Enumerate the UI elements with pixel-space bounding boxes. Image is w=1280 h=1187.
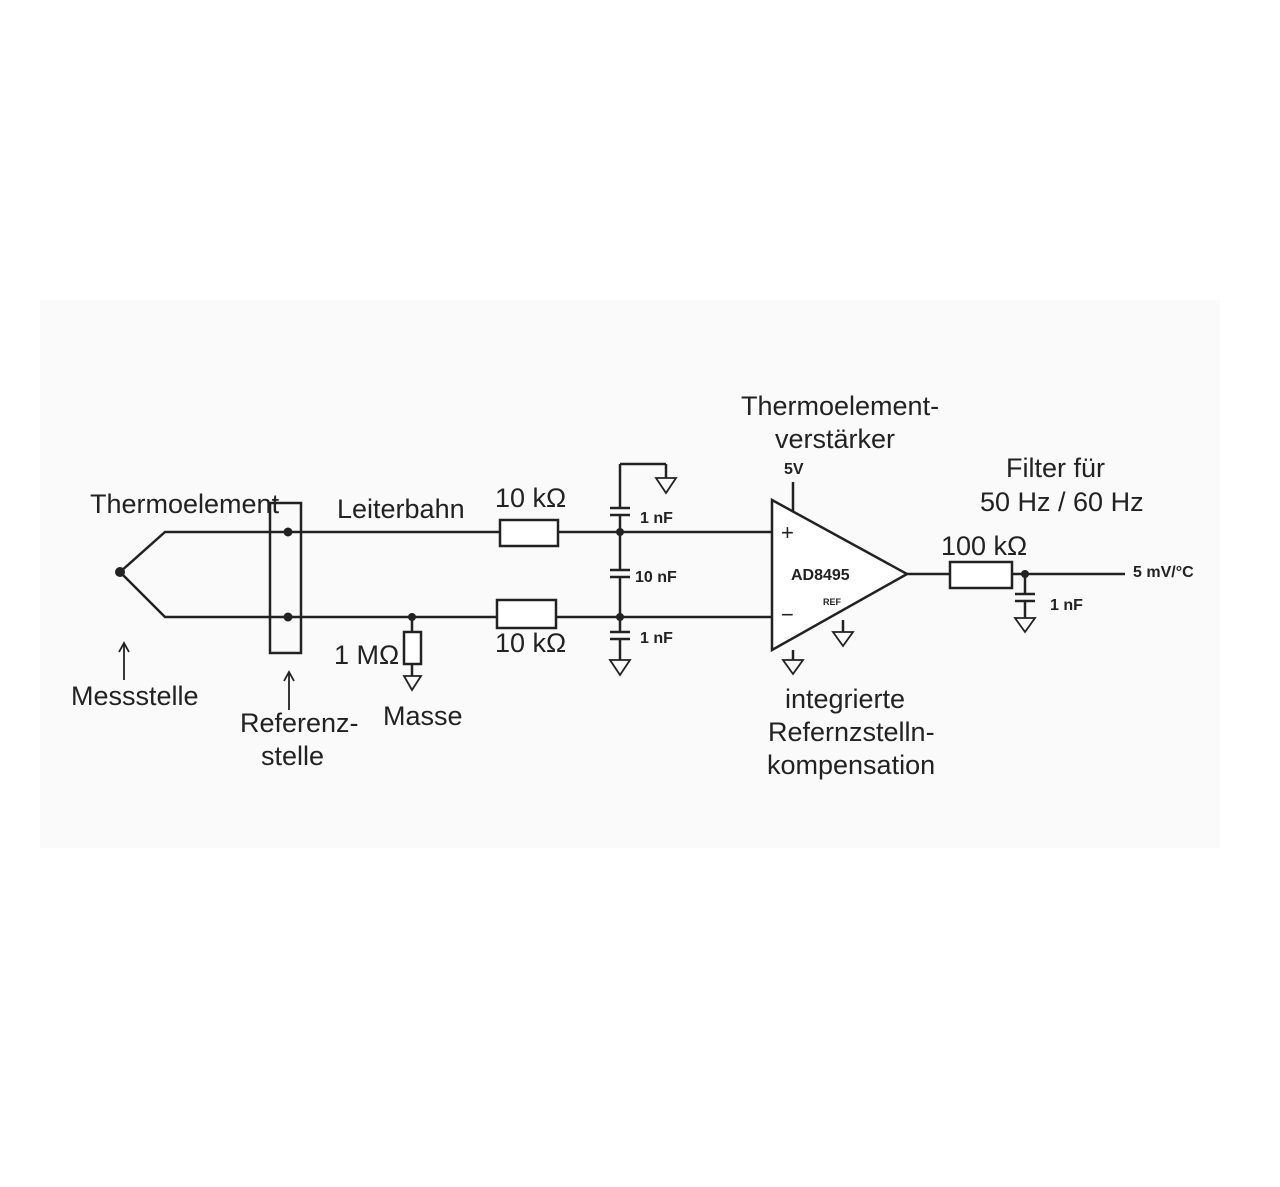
capacitor-network	[608, 462, 678, 677]
resistor-bottom	[495, 598, 558, 630]
label-amp-name: AD8495	[791, 567, 850, 584]
label-thermoelement: Thermoelement	[90, 489, 280, 519]
label-resistor-bottom: 10 kΩ	[495, 628, 566, 658]
amplifier-ad8495	[770, 482, 910, 676]
label-amp-title-1: Thermoelement-	[741, 391, 939, 421]
output-filter	[907, 560, 1125, 634]
label-resistor-top: 10 kΩ	[495, 483, 566, 513]
label-referenz-2: stelle	[261, 741, 324, 771]
label-cap-mid: 10 nF	[635, 569, 677, 586]
label-minus: −	[781, 602, 794, 627]
label-cap-bottom: 1 nF	[640, 630, 673, 647]
label-filter-1: Filter für	[1006, 453, 1105, 483]
label-comp-2: Refernzstelln-	[768, 717, 935, 747]
label-cap-top: 1 nF	[640, 510, 673, 527]
label-resistor-ground: 1 MΩ	[334, 640, 399, 670]
label-comp-1: integrierte	[785, 684, 905, 714]
label-leiterbahn: Leiterbahn	[337, 494, 465, 524]
ground-resistor-branch	[402, 613, 423, 692]
label-filter-2: 50 Hz / 60 Hz	[980, 487, 1144, 517]
arrow-messstelle	[118, 641, 130, 680]
label-resistor-filter: 100 kΩ	[941, 531, 1027, 561]
measuring-junction-dot	[115, 567, 125, 577]
label-supply: 5V	[784, 461, 804, 478]
label-referenz-1: Referenz-	[240, 708, 359, 738]
label-amp-title-2: verstärker	[775, 424, 895, 454]
resistor-top	[498, 518, 560, 548]
label-masse: Masse	[383, 701, 463, 731]
label-messstelle: Messstelle	[71, 681, 199, 711]
reference-junction-block	[268, 501, 303, 655]
label-output: 5 mV/°C	[1133, 564, 1194, 581]
label-ref-pin: REF	[823, 597, 842, 607]
label-cap-filter: 1 nF	[1050, 597, 1083, 614]
arrow-referenzstelle	[283, 670, 295, 710]
label-plus: +	[781, 520, 794, 545]
label-comp-3: kompensation	[767, 750, 935, 780]
thermocouple-symbol	[115, 530, 288, 619]
